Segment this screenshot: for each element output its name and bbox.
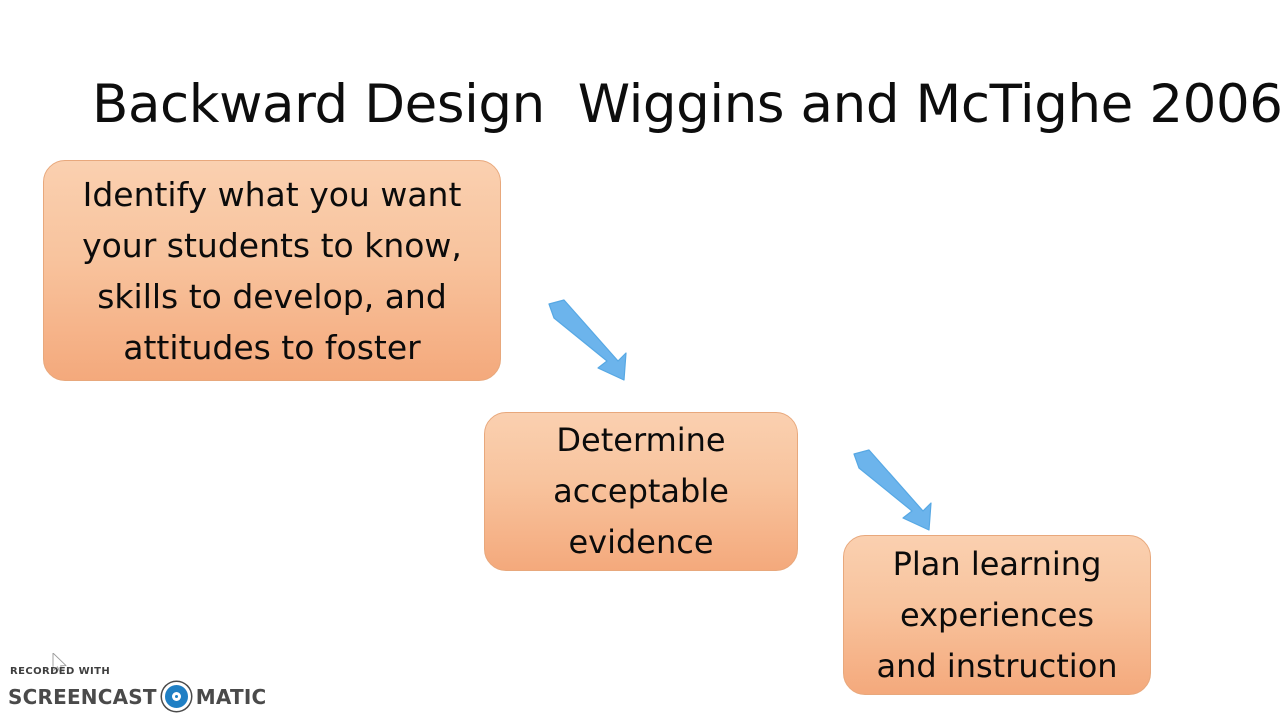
process-step-determine[interactable]: Determine acceptable evidence xyxy=(484,412,798,571)
watermark-brand-right: MATIC xyxy=(195,684,267,709)
process-step-identify-label: Identify what you want your students to … xyxy=(82,174,462,367)
process-step-plan[interactable]: Plan learning experiences and instructio… xyxy=(843,535,1151,695)
down-right-arrow-icon-2 xyxy=(853,449,932,531)
watermark-brand-left: SCREENCAST xyxy=(7,684,157,709)
watermark-recorded-with-label: RECORDED WITH xyxy=(10,666,111,678)
watermark-logo: SCREENCAST MATIC xyxy=(7,682,267,711)
down-right-arrow-icon-1 xyxy=(548,299,627,381)
screencast-o-matic-watermark: RECORDED WITH SCREENCAST MATIC xyxy=(7,653,267,714)
target-icon-center-dot xyxy=(171,692,181,701)
mouse-cursor-icon xyxy=(52,653,67,675)
process-step-identify[interactable]: Identify what you want your students to … xyxy=(43,160,501,381)
page-title: Backward Design Wiggins and McTighe 2006 xyxy=(92,74,1280,135)
screencast-o-matic-target-icon xyxy=(161,682,191,711)
process-step-determine-label: Determine acceptable evidence xyxy=(553,421,729,561)
process-step-plan-label: Plan learning experiences and instructio… xyxy=(876,544,1118,685)
